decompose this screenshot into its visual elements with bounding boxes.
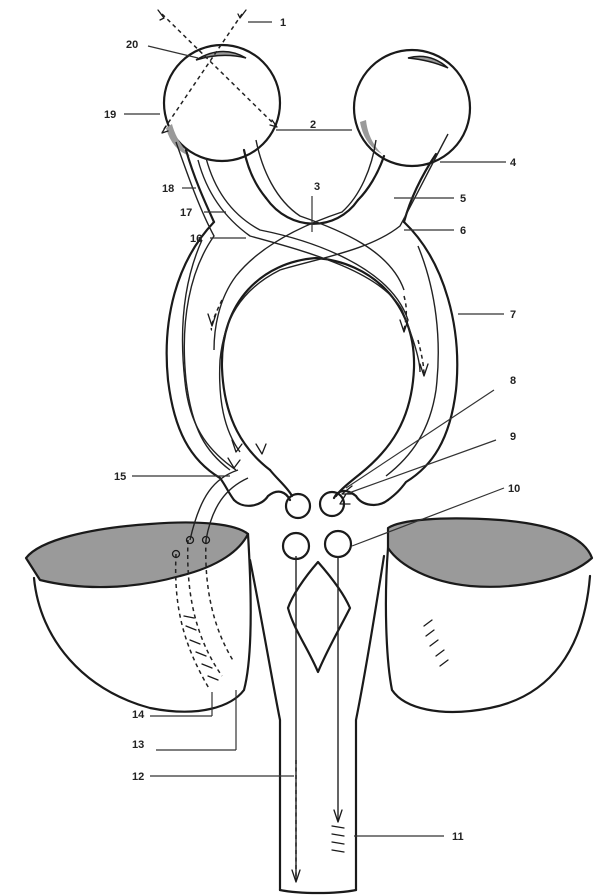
label-15: 15 [114, 471, 126, 483]
label-9: 9 [510, 431, 516, 443]
label-2: 2 [310, 119, 316, 131]
light-rays [158, 10, 277, 133]
label-18: 18 [162, 183, 174, 195]
nerve-fibers [176, 134, 448, 504]
label-5: 5 [460, 193, 466, 205]
label-3: 3 [314, 181, 320, 193]
brainstem [250, 531, 384, 893]
label-6: 6 [460, 225, 466, 237]
label-17: 17 [180, 207, 192, 219]
label-12: 12 [132, 771, 144, 783]
right-eye [354, 50, 470, 166]
label-19: 19 [104, 109, 116, 121]
label-11: 11 [452, 831, 464, 843]
number-labels: 1 2 3 4 5 6 7 8 9 10 11 12 13 14 15 16 1… [104, 17, 520, 843]
label-20: 20 [126, 39, 138, 51]
label-7: 7 [510, 309, 516, 321]
label-8: 8 [510, 375, 516, 387]
label-13: 13 [132, 739, 144, 751]
label-16: 16 [190, 233, 202, 245]
left-hemisphere-cup [26, 470, 251, 712]
label-4: 4 [510, 157, 517, 169]
label-1: 1 [280, 17, 286, 29]
label-10: 10 [508, 483, 520, 495]
right-hemisphere-cup [386, 518, 592, 712]
label-14: 14 [132, 709, 145, 721]
